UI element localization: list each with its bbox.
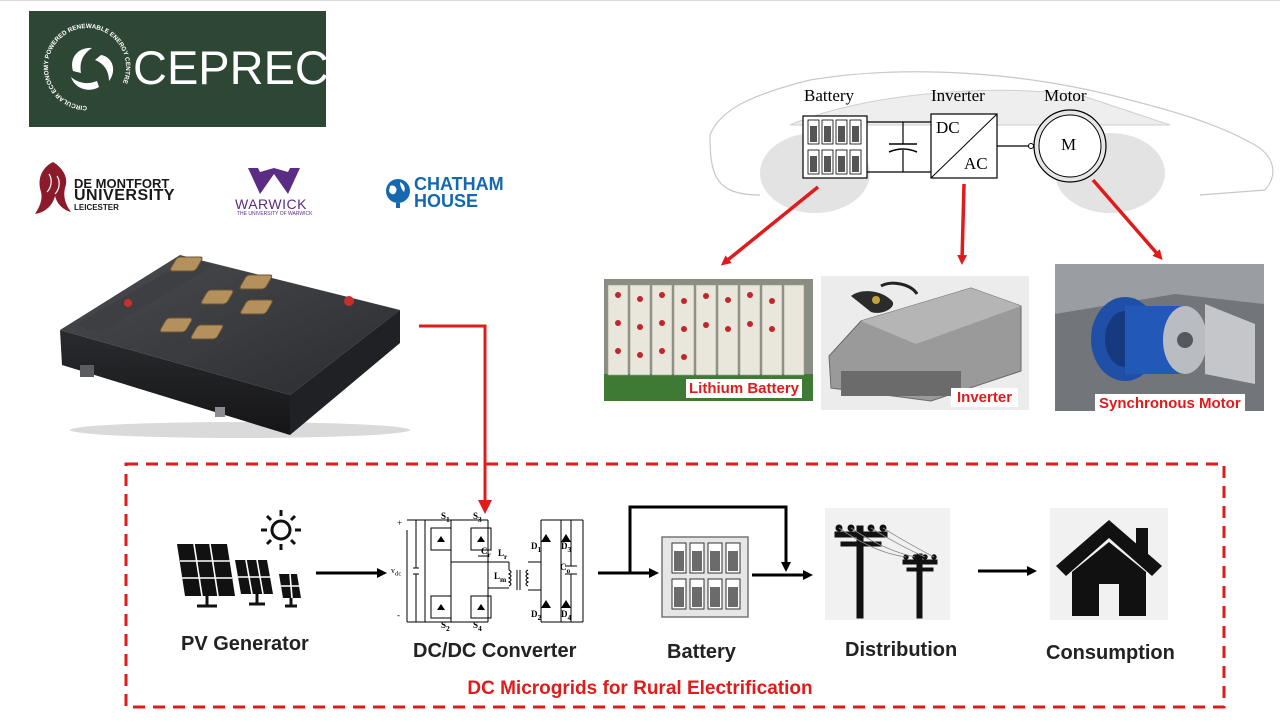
consumption-label: Consumption (1046, 642, 1175, 664)
top-divider (0, 0, 1280, 1)
ev-motor-label: Motor (1044, 86, 1087, 105)
ev-battery-label: Battery (804, 86, 855, 105)
circuit-s1-label: S1 (441, 511, 450, 524)
d1-sub: 1 (537, 544, 542, 554)
distribution-poles-icon (825, 508, 950, 620)
s1-sub: 1 (446, 514, 450, 524)
ev-powertrain-schematic (802, 109, 1107, 183)
circuit-lr-label: Lr (498, 548, 507, 561)
globe-icon (386, 179, 410, 208)
lm-main: L (494, 571, 501, 581)
battery-label: Battery (667, 641, 736, 663)
lithium-battery-caption: Lithium Battery (686, 379, 803, 398)
synchronous-motor-caption: Synchronous Motor (1095, 394, 1245, 411)
dcdc-converter-circuit (406, 519, 584, 623)
pv-generator-icon (177, 510, 301, 608)
circuit-s2-label: S2 (441, 620, 450, 633)
lm-sub: m (500, 574, 507, 584)
inverter-caption: Inverter (951, 388, 1019, 407)
inverter-graphic (821, 276, 1029, 410)
circuit-d3-label: D3 (561, 541, 571, 554)
co-sub: o (566, 565, 571, 575)
d1-main: D (531, 541, 538, 551)
d2-sub: 2 (537, 612, 542, 622)
circuit-vdc-label: vdc (391, 566, 401, 578)
d3-main: D (561, 541, 568, 551)
ev-inverter-label: Inverter (931, 86, 985, 105)
battery-bank-icon (661, 536, 749, 618)
dmu-line1: DE MONTFORT (74, 176, 170, 191)
arrow-to-lithium-photo (720, 185, 820, 266)
synchronous-motor-photo: Synchronous Motor (1055, 264, 1264, 411)
s3-main: S (473, 511, 479, 521)
circuit-d4-label: D4 (561, 609, 571, 622)
s4-main: S (473, 620, 479, 630)
lithium-battery-photo: Lithium Battery (604, 279, 813, 401)
lr-sub: r (504, 551, 508, 561)
vdc-main: v (391, 566, 395, 575)
ceprec-name: CEPREC (133, 41, 329, 94)
arrow-to-inverter-photo (957, 183, 968, 265)
warwick-name: WARWICK (235, 196, 307, 212)
dmu-line3: LEICESTER (74, 203, 119, 212)
ev-dc-text: DC (936, 118, 960, 137)
s2-sub: 2 (446, 623, 450, 633)
arrow-to-motor-photo (1091, 178, 1163, 261)
dc-microgrid-frame (124, 462, 1226, 709)
ev-component-arrows (720, 178, 1163, 266)
ev-ac-text: AC (964, 154, 988, 173)
circuit-cr-label: Cr (481, 546, 491, 559)
motor-graphic (1055, 264, 1264, 411)
warwick-mark-icon (248, 168, 300, 194)
chatham-line2: HOUSE (414, 191, 479, 211)
dcdc-converter-label: DC/DC Converter (413, 640, 577, 662)
cr-main: C (481, 546, 488, 556)
igbt-to-converter-arrow (419, 324, 492, 514)
ceprec-emblem-icon: CIRCULAR ECONOMY POWERED RENEWABLE ENERG… (43, 23, 131, 111)
co-main: C (560, 562, 567, 572)
cr-sub: r (487, 549, 491, 559)
s4-sub: 4 (478, 623, 482, 633)
circuit-co-label: Co (560, 562, 570, 575)
dmu-line2: UNIVERSITY (74, 187, 176, 204)
circuit-lm-label: Lm (494, 571, 506, 584)
ceprec-logo: CIRCULAR ECONOMY POWERED RENEWABLE ENERG… (29, 11, 329, 127)
circuit-minus-sign: - (397, 610, 400, 620)
ev-motor-symbol: M (1061, 135, 1077, 154)
s3-sub: 3 (478, 514, 482, 524)
d3-sub: 3 (567, 544, 572, 554)
distribution-label: Distribution (845, 639, 958, 661)
dmu-crest-icon (35, 162, 71, 214)
pv-generator-label: PV Generator (181, 633, 309, 655)
circuit-s3-label: S3 (473, 511, 482, 524)
lr-main: L (498, 548, 505, 558)
s2-main: S (441, 620, 447, 630)
dc-microgrid-title: DC Microgrids for Rural Electrification (467, 678, 813, 699)
circuit-s4-label: S4 (473, 620, 482, 633)
d4-main: D (561, 609, 568, 619)
chatham-line1: CHATHAM (414, 174, 504, 194)
circuit-d1-label: D1 (531, 541, 541, 554)
ceprec-ring-text: CIRCULAR ECONOMY POWERED RENEWABLE ENERG… (43, 23, 131, 111)
svg-text:CIRCULAR ECONOMY POWERED RENEW: CIRCULAR ECONOMY POWERED RENEWABLE ENERG… (43, 23, 131, 111)
s1-main: S (441, 511, 447, 521)
d4-sub: 4 (567, 612, 572, 622)
d2-main: D (531, 609, 538, 619)
dmu-logo-text: DE MONTFORT UNIVERSITY LEICESTER (74, 176, 176, 214)
circuit-d2-label: D2 (531, 609, 541, 622)
arrow-battery-bypass (628, 505, 791, 573)
warwick-subtitle: THE UNIVERSITY OF WARWICK (237, 211, 313, 217)
house-icon (1050, 508, 1168, 620)
igbt-module-photo (60, 255, 410, 438)
chain-flow-arrows (316, 505, 1037, 580)
chatham-house-logo-text: CHATHAM HOUSE (414, 174, 504, 211)
inverter-photo: Inverter (821, 276, 1029, 410)
circuit-plus-sign: + (397, 518, 403, 528)
vdc-sub: dc (395, 570, 402, 578)
